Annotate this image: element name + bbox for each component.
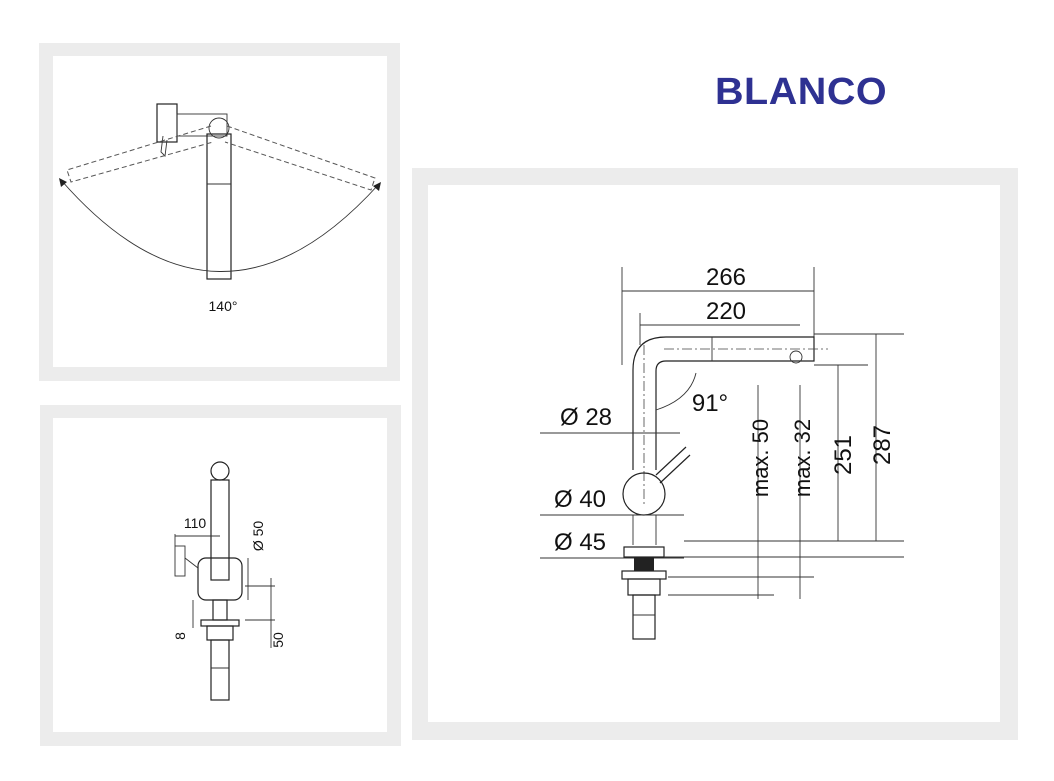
front-lever-link: [184, 557, 199, 569]
spout-left-position: [66, 125, 214, 183]
front-base-nut: [206, 625, 234, 641]
lever-block: [156, 103, 178, 143]
front-body: [197, 557, 243, 601]
dim-8-label: 8: [172, 632, 188, 640]
blanco-logo: BLANCO: [715, 71, 888, 113]
front-base-thread: [212, 599, 228, 621]
spout-head: [208, 117, 230, 139]
swivel-range-drawing: 140°: [59, 103, 381, 314]
dim-d50-label: Ø 50: [250, 521, 266, 552]
front-view-panel: 110 Ø 50 8 50: [40, 405, 401, 746]
mount-plate: [621, 570, 667, 580]
arc-arrow-right: [373, 182, 381, 191]
dim-91-label: 91°: [692, 390, 728, 417]
front-spout-head: [210, 461, 230, 481]
side-view-drawing: 266 220 91° Ø 28 Ø 40: [540, 264, 904, 640]
lever-arm-edge: [659, 454, 691, 484]
base-thread: [634, 557, 654, 571]
spout-center: [206, 133, 232, 280]
side-view-panel: 266 220 91° Ø 28 Ø 40: [412, 168, 1018, 740]
base-ring: [623, 546, 665, 558]
lever-arm: [655, 446, 687, 476]
swivel-range-panel: 140°: [39, 43, 400, 381]
front-spout-column: [210, 479, 230, 581]
swivel-angle-label: 140°: [209, 298, 238, 314]
dim-220-label: 220: [706, 298, 746, 325]
dim-max50-label: max. 50: [748, 419, 773, 497]
mount-nut: [627, 578, 661, 596]
arc-arrow-left: [59, 178, 67, 187]
front-shank: [210, 639, 230, 701]
dim-251-label: 251: [830, 435, 857, 475]
shank: [632, 594, 656, 640]
swivel-range-drawing-area: 140°: [53, 56, 387, 367]
dim-d45-label: Ø 45: [554, 529, 606, 556]
aerator-icon: [789, 350, 803, 364]
dim-287-label: 287: [869, 425, 896, 465]
dim-110-label: 110: [184, 515, 207, 531]
dim-d40-label: Ø 40: [554, 486, 606, 513]
lever-arm: [160, 135, 168, 157]
front-lever: [174, 545, 186, 577]
front-base-plate: [200, 619, 240, 627]
dim-50-label: 50: [270, 632, 286, 648]
side-view-drawing-area: 266 220 91° Ø 28 Ø 40: [428, 185, 1000, 722]
spout-right-position: [224, 125, 376, 191]
dim-d28-label: Ø 28: [560, 404, 612, 431]
swivel-arc: [60, 179, 380, 272]
front-view-drawing: 110 Ø 50 8 50: [172, 461, 286, 701]
angle-arc: [655, 372, 697, 411]
front-view-drawing-area: 110 Ø 50 8 50: [53, 418, 387, 732]
lever-handle: [176, 113, 228, 137]
dim-266-label: 266: [706, 264, 746, 291]
dim-max32-label: max. 32: [790, 419, 815, 497]
